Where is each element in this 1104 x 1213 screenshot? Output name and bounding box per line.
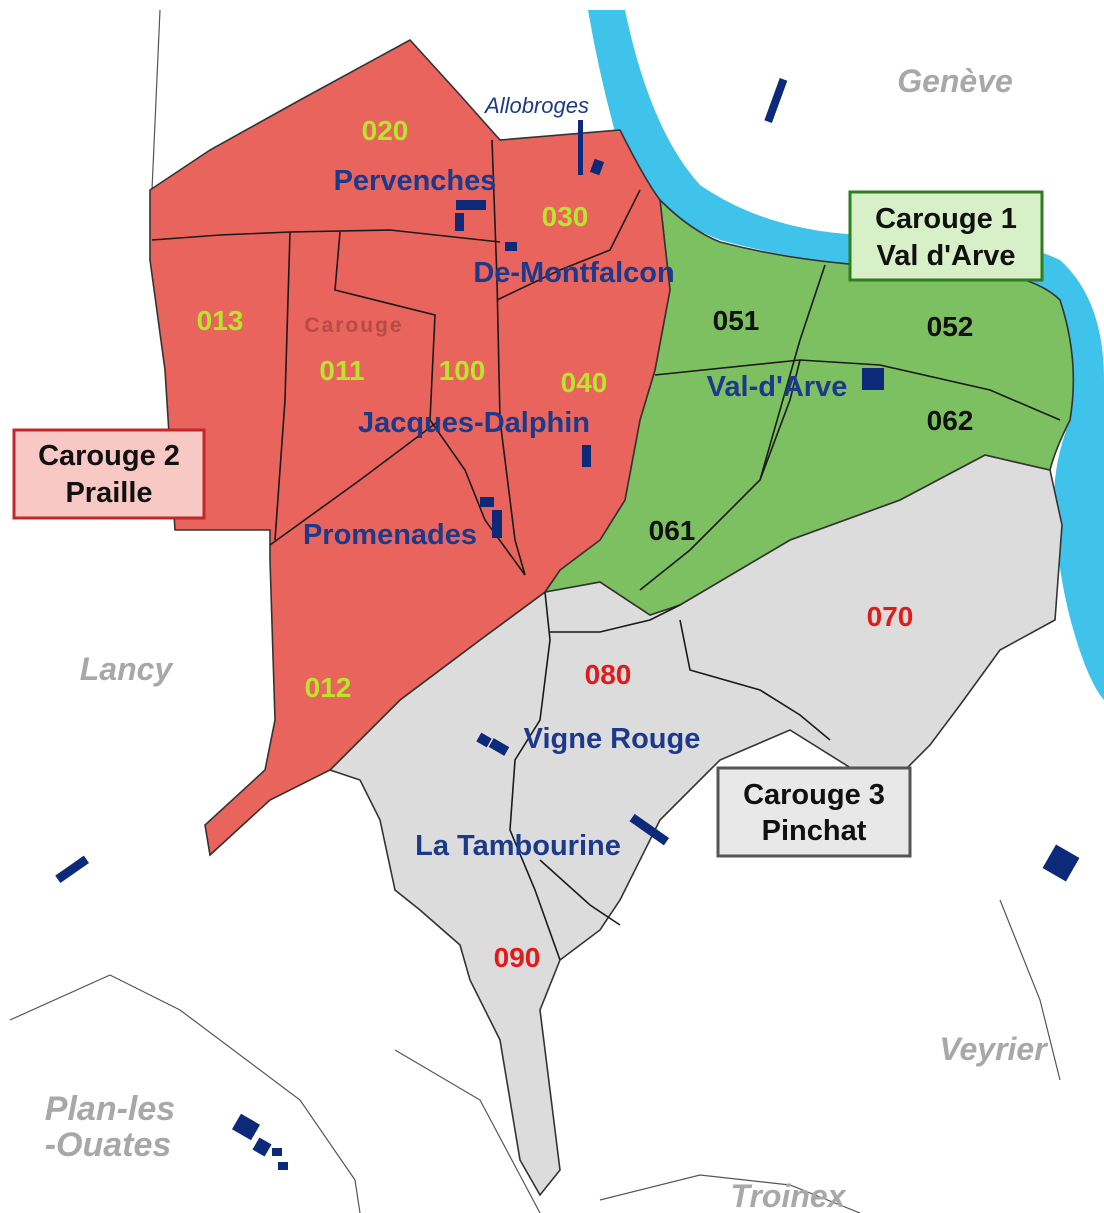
quarter-promenades: Promenades	[303, 519, 477, 551]
sector-code-070: 070	[867, 601, 914, 632]
district-carouge3-line1: Carouge 3	[743, 779, 885, 811]
quarter-vigne-rouge: Vigne Rouge	[524, 723, 701, 755]
quarter-allobroges: Allobroges	[483, 93, 589, 118]
neighbor-veyrier: Veyrier	[939, 1031, 1048, 1067]
quarter-jacques-dalphin: Jacques-Dalphin	[358, 407, 590, 439]
sector-codes-pinchat: 070 080 090	[494, 601, 914, 973]
district-carouge1-line1: Carouge 1	[875, 203, 1017, 235]
sector-code-020: 020	[362, 115, 409, 146]
quarter-val-darve: Val-d'Arve	[707, 371, 848, 403]
quarter-carouge: Carouge	[304, 314, 403, 337]
zone-praille	[149, 38, 671, 857]
arve-river	[588, 10, 1104, 700]
sector-code-011: 011	[319, 355, 364, 386]
neighbor-lancy: Lancy	[80, 651, 175, 687]
neighbor-troinex: Troinex	[731, 1178, 847, 1213]
neighbor-geneve: Genève	[897, 63, 1013, 99]
sector-code-100: 100	[439, 355, 486, 386]
zone-val-darve	[543, 197, 1075, 616]
sector-code-012: 012	[305, 672, 352, 703]
district-box-carouge2-frame	[12, 428, 206, 520]
sector-code-061: 061	[649, 515, 696, 546]
sector-code-030: 030	[542, 201, 589, 232]
quarter-labels: Allobroges Pervenches De-Montfalcon Caro…	[303, 93, 847, 862]
sector-code-090: 090	[494, 942, 541, 973]
quarter-la-tambourine: La Tambourine	[415, 830, 621, 862]
sector-code-051: 051	[713, 305, 760, 336]
neighbor-plan-line2: -Ouates	[45, 1126, 172, 1164]
municipal-boundaries	[9, 9, 1061, 1213]
district-box-carouge3: Carouge 3 Pinchat	[716, 766, 912, 858]
quarter-de-montfalcon: De-Montfalcon	[473, 257, 674, 289]
sector-borders	[151, 139, 1061, 961]
sector-code-013: 013	[197, 305, 244, 336]
sector-code-052: 052	[927, 311, 974, 342]
school-markers	[55, 77, 1080, 1170]
sector-codes-val-darve: 051 052 062 061	[649, 305, 974, 546]
district-carouge2-line1: Carouge 2	[38, 440, 180, 472]
district-carouge1-line2: Val d'Arve	[876, 240, 1015, 272]
district-box-carouge1: Carouge 1 Val d'Arve	[848, 190, 1044, 282]
quarter-pervenches: Pervenches	[334, 165, 497, 197]
sector-code-062: 062	[927, 405, 974, 436]
neighbor-plan-line1: Plan-les	[45, 1090, 175, 1128]
district-box-carouge3-frame	[716, 766, 912, 858]
district-box-carouge1-frame	[848, 190, 1044, 282]
sector-code-080: 080	[585, 659, 632, 690]
sector-code-040: 040	[561, 367, 608, 398]
district-box-carouge2: Carouge 2 Praille	[12, 428, 206, 520]
district-carouge3-line2: Pinchat	[762, 815, 867, 847]
sector-codes-praille: 020 030 013 011 100 040 012	[197, 115, 608, 703]
district-carouge2-line2: Praille	[65, 477, 152, 509]
